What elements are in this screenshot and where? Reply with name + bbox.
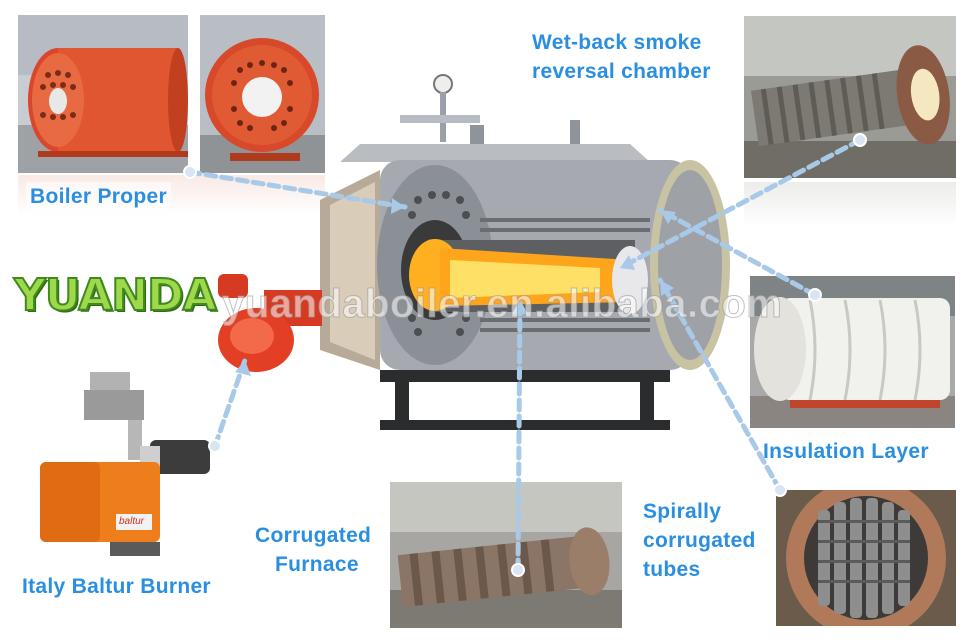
photo-reflection-right [744,182,956,227]
label-spirally-line2: corrugated [643,529,756,552]
yuanda-logo: YUANDA [13,269,218,322]
label-spirally-line3: tubes [643,558,701,581]
leader-dot-burner [208,439,222,453]
arrowhead-wet-back [620,255,635,270]
burner-badge-text: baltur [119,516,145,527]
leader-burner [212,357,248,449]
leader-dot-furnace [511,563,525,577]
photo-boiler-shell-front [200,15,325,173]
label-burner: Italy Baltur Burner [22,575,211,598]
leader-corrugated-furnace [515,297,523,573]
label-wet-back-line1: Wet-back smoke [532,31,702,54]
label-wet-back-line2: reversal chamber [532,60,711,83]
label-spirally-line1: Spirally [643,500,722,523]
watermark-text: yuandaboiler.en.alibaba.com [221,282,783,327]
leader-dot-wet-back [853,133,867,147]
leader-insulation [657,207,818,298]
photo-boiler-shell-side [18,15,188,173]
photo-insulation [750,276,955,428]
label-corrugated-line2: Furnace [275,553,359,576]
leader-dot-boiler [183,165,197,179]
arrowhead-burner [235,360,251,376]
leader-dot-spiral [773,483,787,497]
label-insulation-layer: Insulation Layer [763,440,929,463]
leader-dot-insulation [808,288,822,302]
arrowhead-insulation [660,210,676,224]
label-boiler-proper: Boiler Proper [26,182,171,211]
photo-spiral-tubes [776,490,956,626]
photo-baltur-burner: baltur [30,372,215,562]
arrowhead-furnace [512,300,528,314]
photo-corrugated-furnace [390,482,622,628]
photo-furnace-tube [744,16,956,178]
leader-spiral-tubes [657,277,783,493]
leader-boiler-proper [187,169,408,210]
label-corrugated-line1: Corrugated [255,524,372,547]
arrowhead-spiral [660,280,674,296]
burner-red [214,272,326,377]
leader-wet-back [617,137,863,271]
arrowhead-boiler [391,198,405,214]
